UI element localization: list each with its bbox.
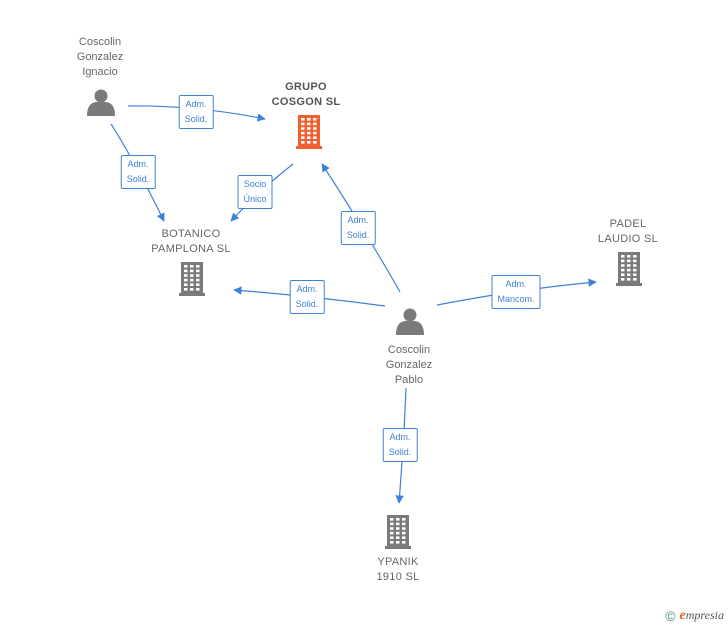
building-icon-botanico[interactable]: [179, 262, 205, 296]
building-icon-ypanik[interactable]: [385, 515, 411, 549]
edge-label-e7[interactable]: Adm. Solid.: [382, 428, 418, 462]
edge-label-e4[interactable]: Adm. Solid.: [340, 211, 376, 245]
node-label-padel[interactable]: PADEL LAUDIO SL: [597, 218, 659, 245]
edge-label-e5[interactable]: Adm. Solid.: [289, 280, 325, 314]
building-icon-padel[interactable]: [616, 252, 642, 286]
building-icon-grupo[interactable]: [296, 115, 322, 149]
edge-label-e1[interactable]: Adm. Solid.: [178, 95, 214, 129]
node-label-ypanik[interactable]: YPANIK 1910 SL: [376, 556, 420, 583]
edge-label-e2[interactable]: Adm. Solid.: [120, 155, 156, 189]
edge-label-e3[interactable]: Socio Único: [237, 175, 273, 209]
copyright-symbol: ©: [665, 608, 676, 624]
empresia-logo: empresia: [679, 608, 724, 623]
node-label-grupo[interactable]: GRUPO COSGON SL: [271, 81, 341, 108]
edge-label-e6[interactable]: Adm. Mancom.: [491, 275, 541, 309]
person-icon-ignacio[interactable]: [87, 89, 115, 117]
person-icon-pablo[interactable]: [396, 308, 424, 336]
node-label-botanico[interactable]: BOTANICO PAMPLONA SL: [151, 228, 231, 255]
footer-brand[interactable]: © empresia: [665, 608, 724, 624]
node-label-pablo[interactable]: Coscolin Gonzalez Pablo: [385, 344, 433, 386]
node-label-ignacio[interactable]: Coscolin Gonzalez Ignacio: [76, 36, 124, 78]
